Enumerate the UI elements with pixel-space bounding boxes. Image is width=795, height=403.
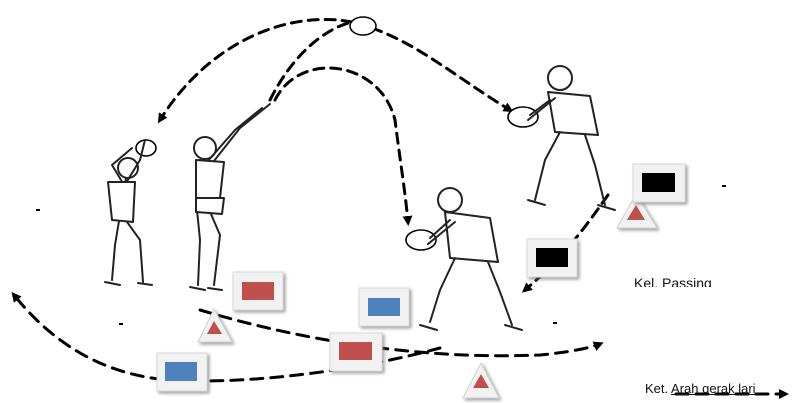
arrow-loop-to-center-player [275, 68, 408, 222]
legend-text: Arah gerak lari [671, 381, 756, 396]
balls [136, 17, 538, 250]
marker-blue-center [359, 288, 409, 326]
legend-label: Ket. Arah gerak lari [645, 381, 756, 396]
ball-top-icon [350, 17, 376, 35]
player-spiker-reaching-figure [190, 104, 270, 290]
marker-red-top [233, 272, 283, 310]
group-label: Kel. Passing [634, 273, 712, 287]
marker-blue-bottom-left [157, 353, 207, 391]
marker-red-bottom [330, 333, 382, 371]
ball-right-player-icon [508, 107, 538, 127]
ball-left-setter-icon [136, 140, 156, 156]
player-passing-right-figure [528, 66, 615, 210]
cone-marker-left [198, 309, 232, 342]
player-passing-center-figure [420, 188, 522, 330]
cone-marker-bottom-center [463, 363, 499, 398]
marker-black-right [633, 164, 685, 202]
arrow-ball-top-to-right [372, 28, 510, 110]
marker-black-center-right [527, 239, 577, 277]
player-setting-left-figure [105, 140, 152, 285]
arrow-spiker-to-top [270, 22, 352, 100]
legend-prefix: Ket. [645, 381, 668, 396]
